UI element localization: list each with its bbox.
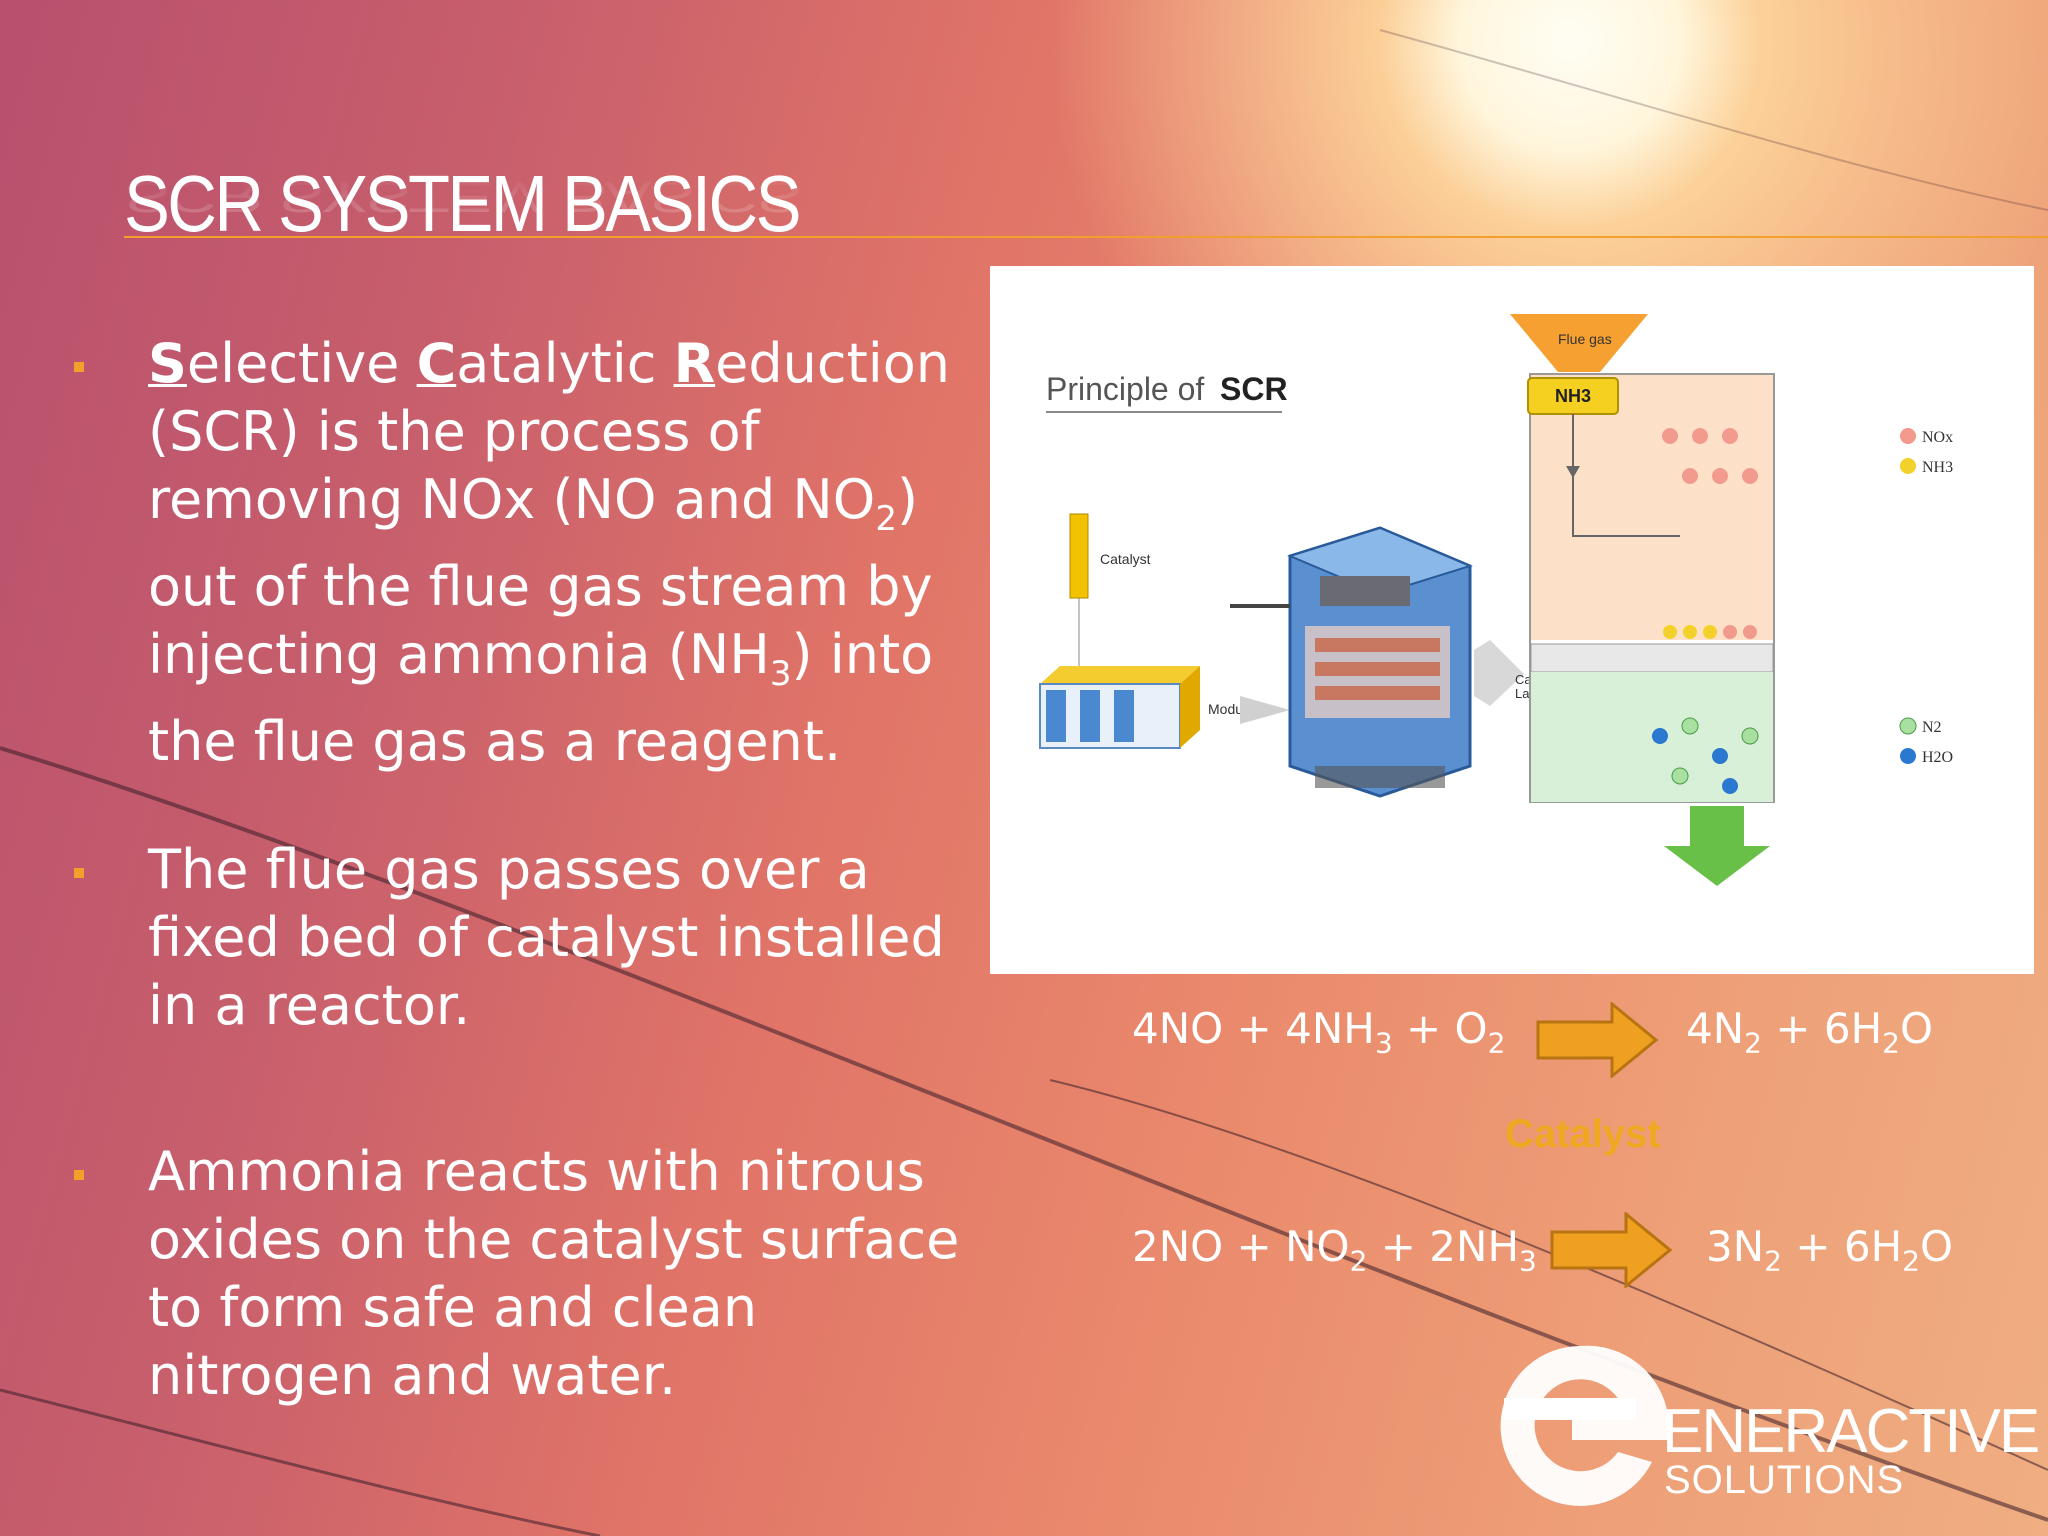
bullet-line: (SCR) is the process of	[148, 400, 760, 463]
catalyst-rod-icon	[1069, 513, 1089, 599]
reaction-particles	[1663, 625, 1757, 639]
valve-icon	[1566, 466, 1580, 478]
catalyst-caption: Catalyst	[1505, 1112, 1661, 1156]
brand-name: ENERACTIVE	[1662, 1397, 2040, 1466]
nh3-pipe	[1572, 414, 1680, 537]
bullet-line: nitrogen and water.	[148, 1344, 677, 1407]
bullet-line: removing NOx (NO and NO2)	[148, 468, 919, 539]
reaction-arrow-icon	[1550, 1212, 1673, 1288]
outlet-arrow-icon	[1664, 806, 1770, 886]
bullet-marker	[74, 1170, 84, 1180]
diagram-title-scr: SCR	[1220, 371, 1288, 407]
slide-title-reflection: SCR SYSTEM BASICS	[124, 172, 799, 222]
bullet-line: to form safe and clean	[148, 1276, 758, 1339]
equation-1-reactants: 4NO + 4NH3 + O2	[1132, 1004, 1506, 1060]
eneractive-logo-icon	[1500, 1345, 1669, 1506]
catalyst-grid	[1530, 643, 1774, 673]
module-arrow-icon	[1240, 696, 1290, 724]
bullet-line: Ammonia reacts with nitrous	[148, 1140, 925, 1203]
scr-diagram-svg: Principle of SCR Catalyst Module	[1039, 314, 1953, 886]
module-block-icon	[1039, 666, 1200, 749]
svg-text:H2O: H2O	[1922, 749, 1953, 766]
title-underline	[124, 236, 2048, 238]
layer-arrow-icon	[1474, 640, 1524, 706]
bullet-marker	[74, 362, 84, 372]
bullet-line: in a reactor.	[148, 974, 471, 1037]
brand-tagline: SOLUTIONS	[1664, 1458, 1905, 1502]
svg-text:NOx: NOx	[1922, 429, 1953, 446]
svg-text:N2: N2	[1922, 719, 1942, 736]
reactor-tower-icon	[1230, 526, 1473, 798]
bullet-line: injecting ammonia (NH3) into	[148, 622, 934, 694]
nox-particles	[1662, 428, 1758, 484]
flue-gas-arrow-icon	[1510, 314, 1648, 372]
bullet-line: out of the flue gas stream by	[148, 554, 933, 618]
diagram-title-principle: Principle of	[1046, 371, 1204, 407]
catalyst-label: Catalyst	[1100, 551, 1151, 567]
bullet-text: Selective Catalytic Reduction (SCR) is t…	[148, 330, 950, 776]
bullet-line: the flue gas as a reagent.	[148, 709, 842, 773]
bullet-line: Selective Catalytic Reduction	[148, 332, 951, 395]
bullet-text: The flue gas passes over a fixed bed of …	[148, 836, 945, 1040]
reaction-arrow-icon	[1536, 1002, 1659, 1078]
flue-gas-label: Flue gas	[1558, 331, 1612, 347]
equation-1-products: 4N2 + 6H2O	[1686, 1004, 1934, 1060]
bullet-line: oxides on the catalyst surface	[148, 1208, 960, 1271]
equation-2-reactants: 2NO + NO2 + 2NH3	[1132, 1222, 1537, 1278]
upper-zone	[1531, 375, 1773, 640]
scr-diagram: Principle of SCR Catalyst Module	[990, 266, 2034, 974]
slide-title: SCR SYSTEM BASICS	[124, 159, 801, 248]
nh3-box-label: NH3	[1555, 386, 1591, 406]
svg-text:NH3: NH3	[1922, 459, 1953, 476]
bullet-line: The flue gas passes over a	[148, 838, 870, 901]
equation-2-products: 3N2 + 6H2O	[1706, 1222, 1954, 1278]
bullet-text: Ammonia reacts with nitrous oxides on th…	[148, 1138, 959, 1410]
diagram-legend: NOx NH3 N2 H2O	[1899, 428, 1953, 766]
product-particles	[1652, 717, 1759, 794]
bullet-line: fixed bed of catalyst installed	[148, 906, 945, 969]
bullet-marker	[74, 868, 84, 878]
